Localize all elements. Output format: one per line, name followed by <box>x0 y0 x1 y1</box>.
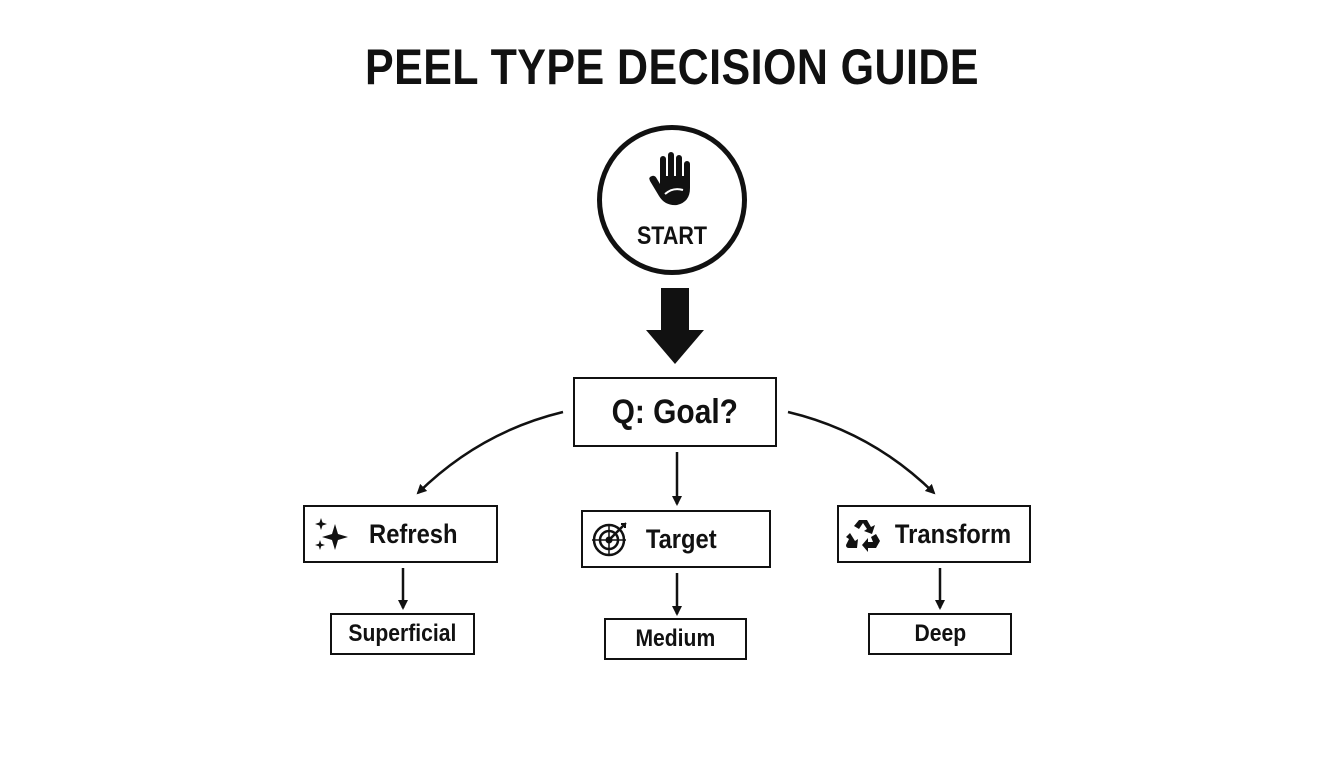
start-to-question-arrow <box>646 288 704 364</box>
option-refresh-label: Refresh <box>369 518 458 549</box>
depth-deep-label: Deep <box>914 620 966 647</box>
option-transform-label: Transform <box>894 518 1012 549</box>
page-title: PEEL TYPE DECISION GUIDE <box>364 39 980 95</box>
option-target: Target <box>581 510 771 568</box>
depth-medium-label: Medium <box>635 625 716 652</box>
start-label: START <box>636 222 708 250</box>
depth-superficial-label: Superficial <box>348 620 457 647</box>
recycle-icon <box>846 520 880 552</box>
sparkle-icon <box>315 518 348 550</box>
question-to-refresh-arrow <box>416 410 564 495</box>
option-refresh: Refresh <box>303 505 498 563</box>
depth-superficial: Superficial <box>330 613 475 655</box>
option-transform: Transform <box>837 505 1031 563</box>
depth-deep: Deep <box>868 613 1012 655</box>
target-icon <box>592 522 627 557</box>
question-to-transform-arrow <box>787 410 936 495</box>
option-target-label: Target <box>645 523 717 554</box>
start-node: START <box>597 125 747 275</box>
hand-icon <box>649 152 690 206</box>
depth-medium: Medium <box>604 618 747 660</box>
question-box: Q: Goal? <box>573 377 777 447</box>
question-label: Q: Goal? <box>611 392 739 431</box>
